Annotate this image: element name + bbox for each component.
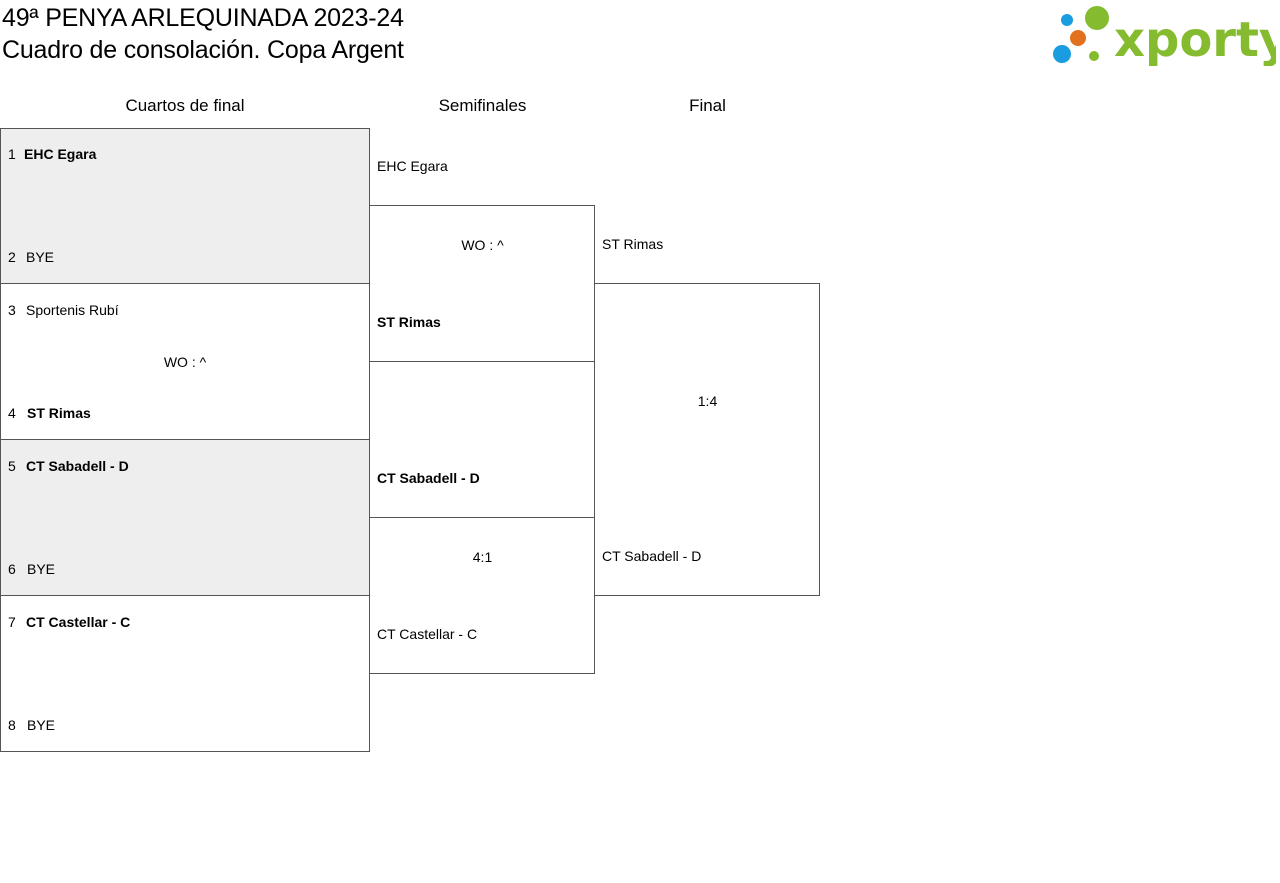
entry-sf1-p1[interactable]: EHC Egara (377, 158, 448, 174)
team-name: BYE (27, 717, 56, 733)
match-sf-1[interactable] (369, 205, 595, 362)
team-name: EHC Egara (24, 146, 97, 162)
seed-number: 6 (8, 561, 16, 577)
team-name: Sportenis Rubí (26, 302, 119, 318)
svg-text:xporty: xporty (1114, 12, 1276, 66)
draw-subtitle: Cuadro de consolación. Copa Argent (2, 36, 404, 64)
entry-final-p2[interactable]: CT Sabadell - D (602, 548, 702, 564)
tournament-title: 49ª PENYA ARLEQUINADA 2023-24 (2, 4, 404, 32)
entry-qf4-p1[interactable]: 7 CT Castellar - C (8, 613, 130, 631)
team-name: BYE (27, 561, 56, 577)
entry-qf2-p1[interactable]: 3 Sportenis Rubí (8, 301, 119, 319)
round-header-quarterfinals: Cuartos de final (125, 96, 245, 115)
score-sf1: WO : ^ (461, 237, 504, 253)
round-header-final: Final (689, 96, 726, 115)
seed-number: 1 (8, 146, 16, 162)
seed-number: 5 (8, 458, 16, 474)
entry-qf3-p1[interactable]: 5 CT Sabadell - D (8, 457, 129, 475)
team-name: CT Sabadell - D (26, 458, 129, 474)
seed-number: 4 (8, 405, 16, 421)
match-qf-1[interactable] (0, 128, 370, 284)
entry-sf2-p2[interactable]: CT Castellar - C (377, 626, 478, 642)
score-qf2: WO : ^ (163, 354, 207, 370)
seed-number: 7 (8, 614, 16, 630)
entry-qf1-p2[interactable]: 2 BYE (8, 248, 54, 266)
seed-number: 3 (8, 302, 16, 318)
round-header-semifinals: Semifinales (438, 96, 527, 115)
score-sf2: 4:1 (472, 549, 493, 565)
match-qf-3[interactable] (0, 439, 370, 596)
score-final: 1:4 (697, 393, 718, 409)
entry-qf2-p2[interactable]: 4 ST Rimas (8, 404, 91, 422)
entry-sf1-p2[interactable]: ST Rimas (377, 314, 441, 330)
xporty-logo[interactable]: xporty (1052, 4, 1276, 66)
entry-qf1-p1[interactable]: 1 EHC Egara (8, 145, 96, 163)
seed-number: 2 (8, 249, 16, 265)
entry-qf4-p2[interactable]: 8 BYE (8, 716, 55, 734)
entry-sf2-p1[interactable]: CT Sabadell - D (377, 470, 480, 486)
team-name: CT Castellar - C (26, 614, 131, 630)
match-final[interactable] (594, 283, 820, 596)
team-name: BYE (26, 249, 55, 265)
match-sf-2[interactable] (369, 517, 595, 674)
entry-final-p1[interactable]: ST Rimas (602, 236, 664, 252)
team-name: ST Rimas (27, 405, 91, 421)
seed-number: 8 (8, 717, 16, 733)
entry-qf3-p2[interactable]: 6 BYE (8, 560, 55, 578)
